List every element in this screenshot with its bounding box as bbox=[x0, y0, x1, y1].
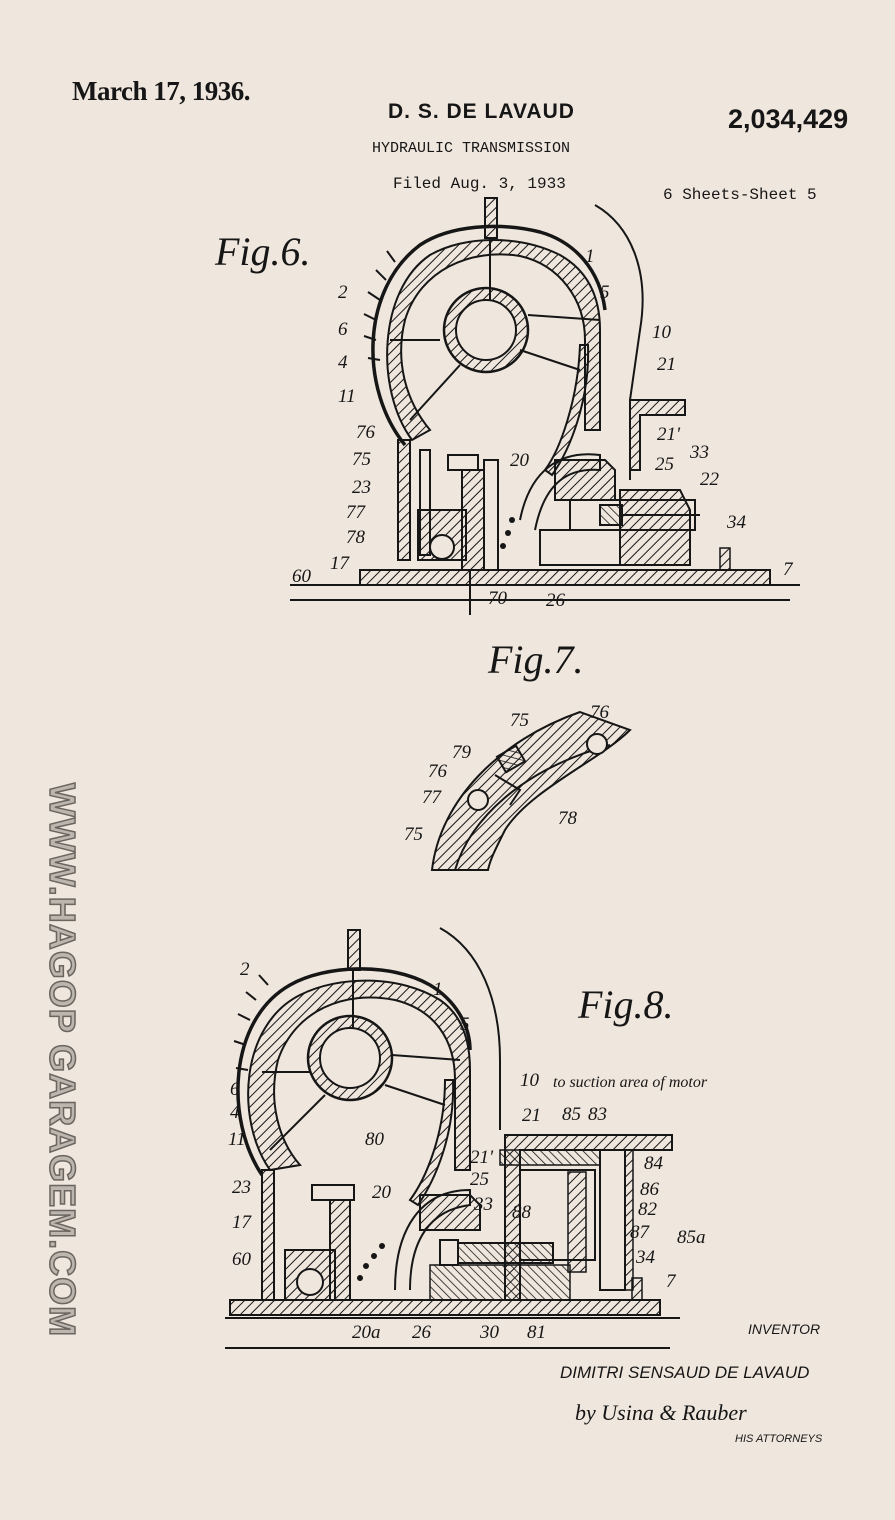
fig6-label: Fig.6. bbox=[214, 229, 311, 274]
reference-numeral: 77 bbox=[422, 787, 443, 808]
reference-numeral: 6 bbox=[338, 319, 348, 340]
reference-numeral: 17 bbox=[232, 1212, 253, 1233]
reference-numeral: 81 bbox=[527, 1322, 546, 1343]
reference-numeral: 4 bbox=[338, 352, 348, 373]
inventor-caption: INVENTOR bbox=[748, 1321, 820, 1337]
reference-numeral: 25 bbox=[655, 454, 674, 475]
reference-numeral: 86 bbox=[640, 1179, 660, 1200]
reference-numeral: 21 bbox=[522, 1105, 541, 1126]
reference-numeral: 2 bbox=[338, 282, 348, 303]
reference-numeral: 34 bbox=[726, 512, 747, 533]
reference-numeral: 75 bbox=[352, 449, 371, 470]
sheet-number: 6 Sheets-Sheet 5 bbox=[663, 186, 817, 204]
reference-numeral: 20 bbox=[510, 450, 530, 471]
reference-numeral: 2 bbox=[240, 959, 250, 980]
figure-8: Fig.8. to suction area of motor bbox=[225, 927, 708, 1349]
fig7-callouts: 75 76 79 76 77 78 75 bbox=[404, 702, 610, 845]
reference-numeral: 30 bbox=[479, 1322, 500, 1343]
reference-numeral: 5 bbox=[600, 282, 610, 303]
inventor-name: D. S. DE LAVAUD bbox=[388, 100, 575, 123]
reference-numeral: 75 bbox=[510, 710, 529, 731]
fig8-label: Fig.8. bbox=[577, 982, 674, 1027]
patent-number: 2,034,429 bbox=[728, 104, 849, 134]
fig6-casing bbox=[371, 224, 607, 447]
figure-6: Fig.6. bbox=[214, 197, 800, 615]
reference-numeral: 4 bbox=[230, 1102, 240, 1123]
patent-date: March 17, 1936. bbox=[72, 76, 250, 106]
reference-numeral: 85 bbox=[562, 1104, 581, 1125]
reference-numeral: 22 bbox=[700, 469, 720, 490]
reference-numeral: 60 bbox=[232, 1249, 252, 1270]
reference-numeral: 26 bbox=[412, 1322, 432, 1343]
reference-numeral: 21 bbox=[657, 354, 676, 375]
reference-numeral: 21' bbox=[657, 424, 681, 445]
reference-numeral: 6 bbox=[230, 1079, 240, 1100]
reference-numeral: 17 bbox=[330, 553, 351, 574]
reference-numeral: 85a bbox=[677, 1227, 706, 1248]
reference-numeral: 11 bbox=[228, 1129, 246, 1150]
fig8-callouts: 2 6 4 11 23 17 60 1 5 10 80 20 21 25 33 … bbox=[228, 959, 706, 1343]
reference-numeral: 10 bbox=[520, 1070, 540, 1091]
fig8-note: to suction area of motor bbox=[553, 1074, 708, 1091]
reference-numeral: 1 bbox=[433, 979, 443, 1000]
figure-7: Fig.7. 75 76 79 76 77 78 75 bbox=[404, 637, 632, 871]
reference-numeral: 78 bbox=[558, 808, 578, 829]
reference-numeral: 33 bbox=[689, 442, 709, 463]
attorneys-caption: HIS ATTORNEYS bbox=[735, 1433, 823, 1445]
reference-numeral: 5 bbox=[460, 1014, 470, 1035]
fig7-label: Fig.7. bbox=[487, 637, 584, 682]
reference-numeral: 23 bbox=[352, 477, 371, 498]
fig6-housing bbox=[386, 239, 601, 442]
reference-numeral: 82 bbox=[638, 1199, 658, 1220]
reference-numeral: 88 bbox=[512, 1202, 532, 1223]
reference-numeral: 70 bbox=[488, 588, 508, 609]
reference-numeral: 1 bbox=[585, 246, 595, 267]
reference-numeral: 23 bbox=[232, 1177, 251, 1198]
reference-numeral: 80 bbox=[365, 1129, 385, 1150]
reference-numeral: 21' bbox=[470, 1147, 494, 1168]
reference-numeral: 76 bbox=[356, 422, 376, 443]
reference-numeral: 83 bbox=[588, 1104, 607, 1125]
reference-numeral: 60 bbox=[292, 566, 312, 587]
fig6-callouts: 2 6 4 11 76 75 23 77 78 17 60 1 5 10 21 … bbox=[292, 246, 794, 611]
reference-numeral: 76 bbox=[590, 702, 610, 723]
reference-numeral: 84 bbox=[644, 1153, 664, 1174]
filed-date: Filed Aug. 3, 1933 bbox=[393, 175, 566, 193]
reference-numeral: 26 bbox=[546, 590, 566, 611]
signature-block: INVENTOR DIMITRI SENSAUD DE LAVAUD by Us… bbox=[560, 1321, 823, 1445]
attorney-signature: by Usina & Rauber bbox=[575, 1400, 747, 1425]
reference-numeral: 10 bbox=[652, 322, 672, 343]
reference-numeral: 7 bbox=[666, 1271, 677, 1292]
reference-numeral: 78 bbox=[346, 527, 366, 548]
reference-numeral: 11 bbox=[338, 386, 356, 407]
reference-numeral: 25 bbox=[470, 1169, 489, 1190]
reference-numeral: 33 bbox=[473, 1194, 493, 1215]
reference-numeral: 20a bbox=[352, 1322, 381, 1343]
reference-numeral: 20 bbox=[372, 1182, 392, 1203]
reference-numeral: 75 bbox=[404, 824, 423, 845]
reference-numeral: 34 bbox=[635, 1247, 656, 1268]
reference-numeral: 7 bbox=[783, 559, 794, 580]
reference-numeral: 79 bbox=[452, 742, 472, 763]
reference-numeral: 76 bbox=[428, 761, 448, 782]
reference-numeral: 87 bbox=[630, 1222, 651, 1243]
reference-numeral: 77 bbox=[346, 502, 367, 523]
patent-title: HYDRAULIC TRANSMISSION bbox=[372, 140, 571, 157]
inventor-signature: DIMITRI SENSAUD DE LAVAUD bbox=[560, 1363, 809, 1382]
